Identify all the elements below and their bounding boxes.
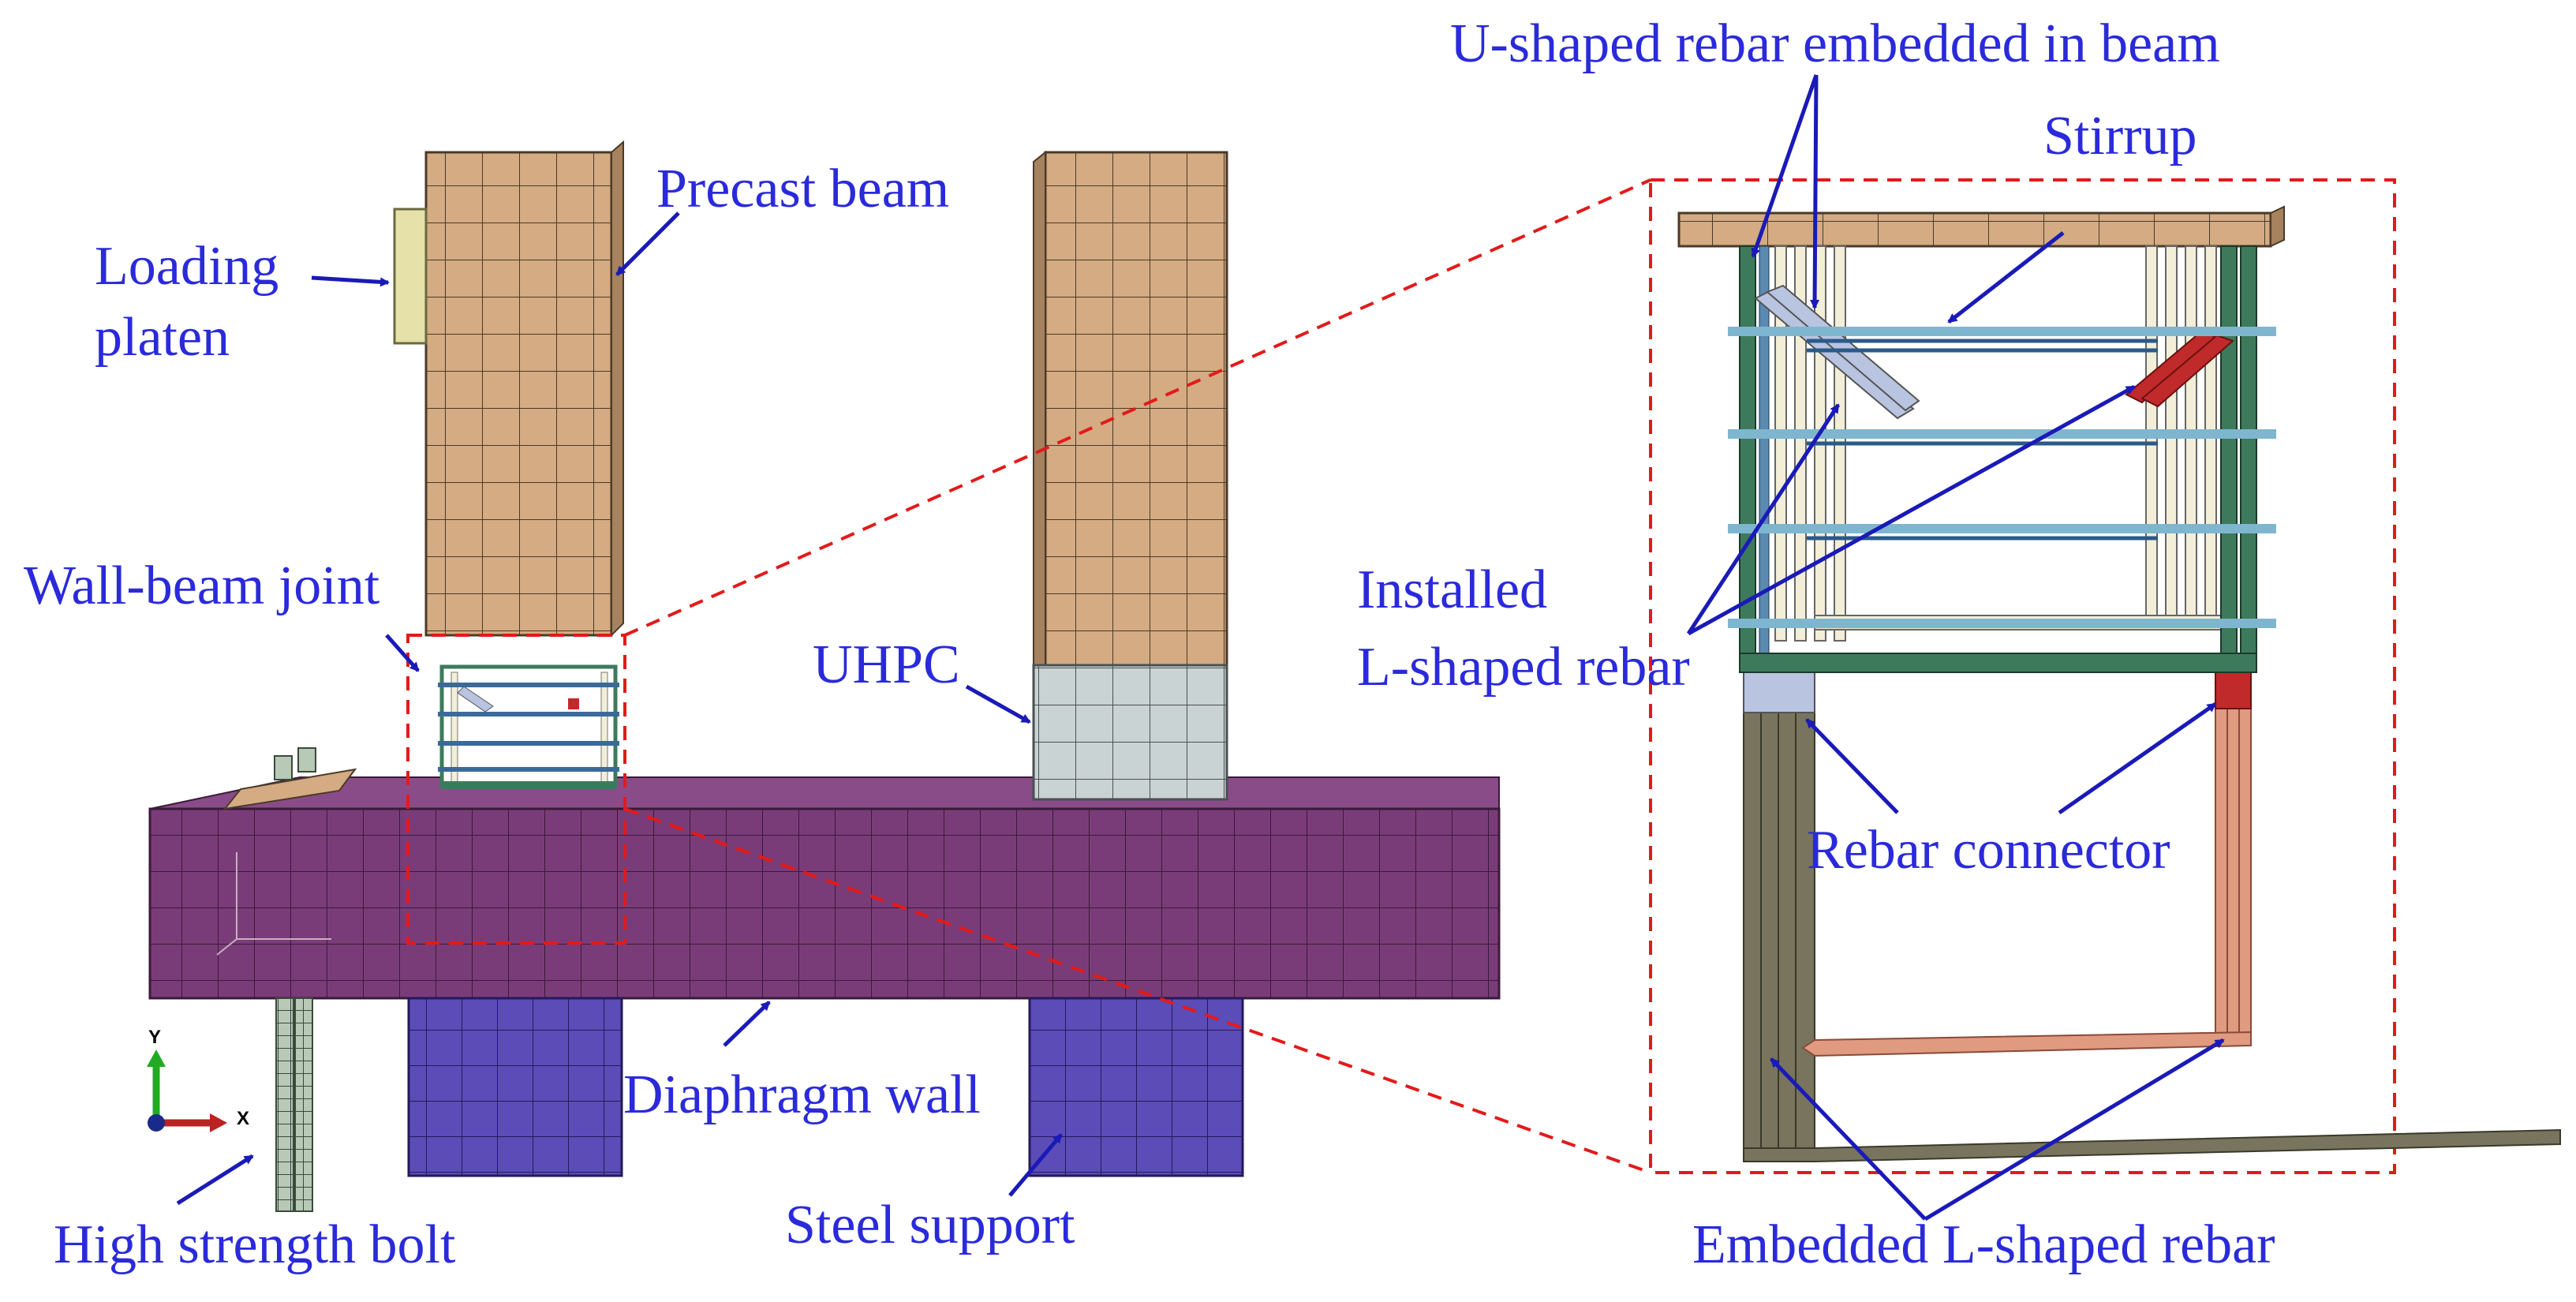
axis-y-label: Y [148, 1027, 161, 1048]
steel-support-right [1028, 997, 1244, 1177]
uhpc-block [1032, 664, 1228, 801]
steel-support-left [407, 997, 623, 1177]
label-uhpc: UHPC [813, 634, 960, 695]
rebar-connector-left [1743, 666, 1815, 713]
installed-l-rebar-ends [1754, 284, 2234, 420]
diaphragm-wall [148, 776, 1501, 1000]
zoom-line-bottom [624, 807, 1651, 1174]
detail-beam-slab [1677, 205, 2285, 248]
label-stirrup: Stirrup [2043, 106, 2197, 166]
high-strength-bolt [275, 997, 313, 1212]
axis-triad: Y X [147, 1027, 249, 1132]
label-high-strength-bolt: High strength bolt [54, 1214, 456, 1275]
joint-cage-mini [438, 664, 619, 789]
u-shaped-rebar [1739, 245, 2257, 673]
label-diaphragm-wall: Diaphragm wall [623, 1064, 981, 1125]
precast-beam-right [1033, 150, 1228, 677]
label-rebar-connector: Rebar connector [1807, 820, 2170, 881]
precast-beam-left [424, 140, 624, 638]
zoom-line-top [624, 178, 1651, 637]
axis-x-label: X [237, 1108, 249, 1129]
embedded-l-rebar [1743, 705, 2561, 1162]
label-embedded-l-rebar: Embedded L-shaped rebar [1692, 1214, 2275, 1275]
stirrups-inner [1807, 339, 2158, 541]
label-u-shaped-rebar: U-shaped rebar embedded in beam [1450, 13, 2220, 74]
joint-callout-box [406, 634, 626, 945]
bolt-plate [222, 747, 357, 810]
detail-callout-box [1649, 178, 2396, 1174]
leader-arrows [176, 74, 2225, 1222]
label-wall-beam-joint: Wall-beam joint [24, 556, 380, 616]
loading-platen [393, 208, 428, 345]
label-loading-platen-line2: platen [95, 307, 230, 368]
wall-axis-triad [216, 852, 331, 956]
label-loading-platen-line1: Loading [95, 236, 279, 297]
label-steel-support: Steel support [785, 1195, 1075, 1255]
label-installed-l-line1: Installed [1357, 559, 1547, 620]
label-precast-beam: Precast beam [656, 159, 949, 219]
label-installed-l-line2: L-shaped rebar [1357, 637, 1690, 698]
